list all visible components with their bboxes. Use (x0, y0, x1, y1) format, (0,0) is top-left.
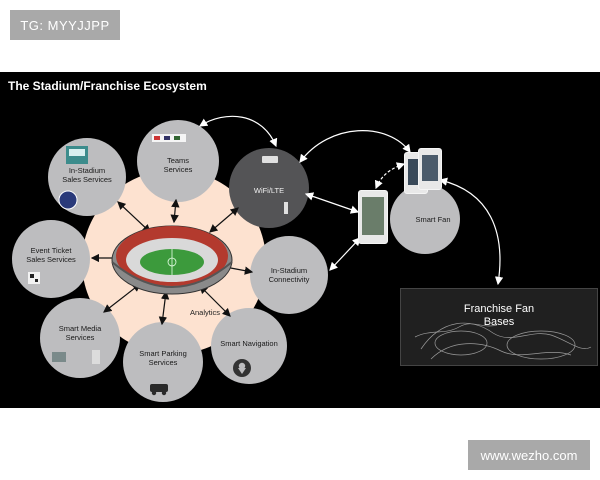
arrow-hub-media (103, 283, 141, 313)
pin-icon (233, 359, 251, 377)
fan-bases-label: Franchise Fan Bases (463, 303, 535, 328)
stadium-icon (111, 225, 233, 295)
world-map-icon (414, 322, 592, 360)
node-parking-label: Smart Parking Services (139, 349, 187, 367)
arrow-hub-wifi (209, 207, 239, 233)
arrow-teams-wifi (198, 115, 278, 148)
arrow-hub-parking (158, 290, 170, 326)
phone-screen-2 (422, 155, 438, 181)
node-media-label: Smart Media Services (58, 324, 102, 342)
arrow-connectivity-tablet (329, 237, 361, 271)
arrow-hub-navigation (199, 285, 231, 317)
arrow-hub-teams (170, 198, 180, 224)
media-device-icon (52, 350, 100, 364)
router-icon (262, 156, 288, 214)
node-wifi-lte: WiFi/LTE (229, 148, 309, 228)
node-wifi-label: WiFi/LTE (253, 185, 285, 195)
arrow-hub-sales (117, 201, 151, 233)
node-event-ticket: Event Ticket Sales Services (12, 220, 90, 298)
franchise-fan-bases-panel: Franchise Fan Bases (400, 288, 598, 366)
qr-code-icon (28, 272, 40, 284)
arrow-tablet-phone-dashed (374, 162, 406, 190)
tablet-screen (362, 197, 384, 235)
tablet-device-icon (358, 190, 388, 244)
slide-title: The Stadium/Franchise Ecosystem (8, 79, 207, 93)
arrow-phone-fanbases (438, 177, 504, 286)
node-connectivity-label: In-Stadium Connectivity (268, 266, 310, 284)
watermark-top-left: TG: MYYJJPP (10, 10, 120, 40)
node-sales-label: In-Stadium Sales Services (62, 166, 112, 184)
node-in-stadium-connectivity: In-Stadium Connectivity (250, 236, 328, 314)
smartphone-icon-2 (418, 148, 442, 190)
node-ticket-label: Event Ticket Sales Services (26, 246, 76, 264)
diagram-overlay (28, 115, 504, 396)
sales-icons (58, 146, 88, 210)
watermark-bottom-right: www.wezho.com (468, 440, 590, 470)
node-teams-label: Teams Services (163, 156, 193, 174)
node-navigation-label: Smart Navigation (220, 338, 278, 348)
arrow-wifi-tablet (304, 192, 360, 214)
teams-logos-icon (152, 134, 186, 142)
analytics-label: Analytics (190, 308, 221, 317)
car-icon (150, 384, 168, 396)
arrow-wifi-phone (299, 130, 411, 163)
ecosystem-slide: The Stadium/Franchise Ecosystem Teams Se… (0, 72, 600, 408)
